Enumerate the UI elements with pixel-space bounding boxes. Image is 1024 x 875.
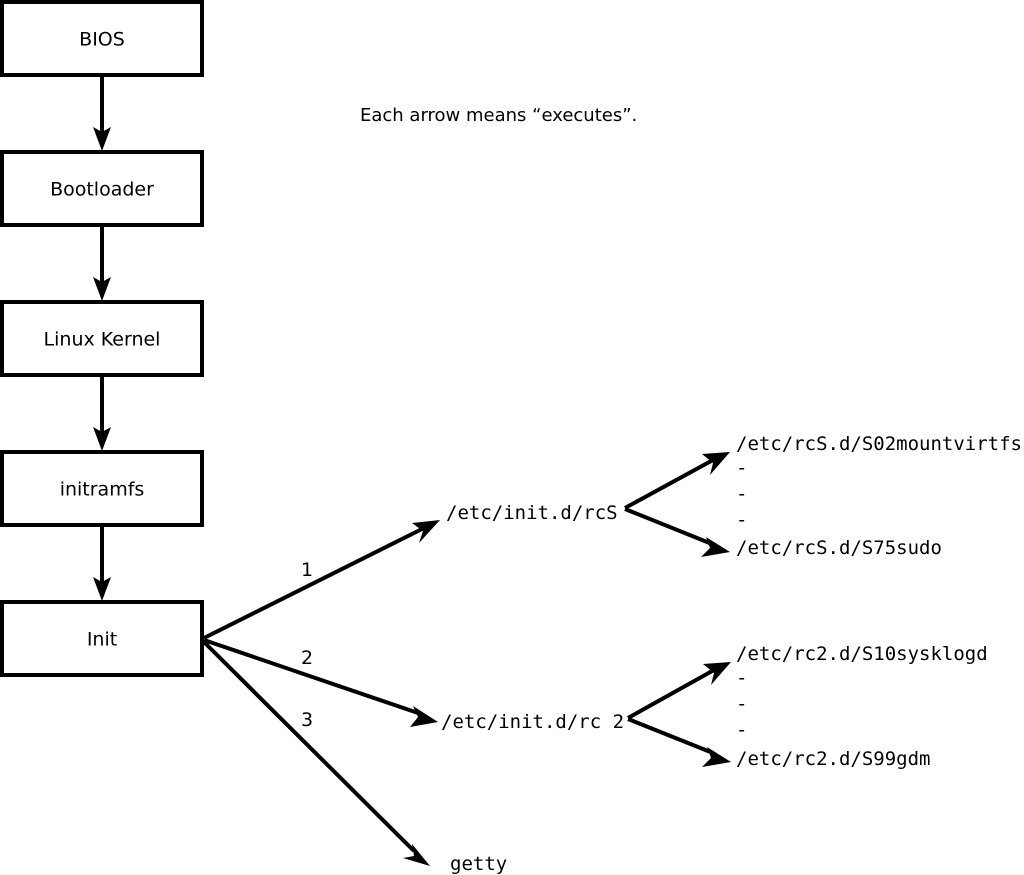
box-initramfs[interactable]: initramfs xyxy=(0,450,204,527)
init-edge-1-number: 1 xyxy=(301,559,313,581)
rcs-ellipsis-dash-1: - xyxy=(736,457,747,479)
rc2-ellipsis-dash-2: - xyxy=(736,693,747,715)
rcs-ellipsis-dash-2: - xyxy=(736,483,747,505)
box-initramfs-rect xyxy=(0,450,204,527)
arrowhead-icon xyxy=(701,537,730,557)
box-init[interactable]: Init xyxy=(0,600,204,677)
arrowhead-icon xyxy=(702,452,730,475)
label-etc-init-d-rc2: /etc/init.d/rc 2 xyxy=(441,711,624,733)
init-edge-1: 1 xyxy=(203,520,440,640)
box-initramfs-label: initramfs xyxy=(60,479,145,501)
rc2-ellipsis-dash-1: - xyxy=(736,667,747,689)
box-init-rect xyxy=(0,600,204,677)
box-bios-label: BIOS xyxy=(79,29,125,51)
init-edge-2: 2 xyxy=(203,638,438,727)
init-edge-3: 3 xyxy=(202,640,430,866)
arrowhead-icon xyxy=(410,706,438,727)
box-bios-rect xyxy=(0,0,204,77)
arrowhead-icon xyxy=(93,577,111,601)
rc2-ellipsis-dash-3: - xyxy=(736,719,747,741)
rcs-branch-upper-arrow xyxy=(624,452,730,510)
arrow-initramfs-to-init xyxy=(93,525,111,601)
label-rc2-first: /etc/rc2.d/S10sysklogd xyxy=(736,643,988,665)
arrowhead-icon xyxy=(702,747,731,767)
box-linux-kernel-label: Linux Kernel xyxy=(44,329,161,351)
arrowhead-icon xyxy=(93,127,111,151)
arrow-kernel-to-initramfs xyxy=(93,375,111,451)
label-rcs-first: /etc/rcS.d/S02mountvirtfs xyxy=(736,433,1022,455)
arrowhead-icon xyxy=(412,520,440,543)
init-edge-3-number: 3 xyxy=(301,709,313,731)
arrowhead-icon xyxy=(703,662,731,685)
label-rc2-last: /etc/rc2.d/S99gdm xyxy=(736,748,930,770)
arrowhead-icon xyxy=(403,844,430,866)
box-bios[interactable]: BIOS xyxy=(0,0,204,77)
label-getty: getty xyxy=(450,853,507,875)
box-bootloader-label: Bootloader xyxy=(50,179,154,201)
arrowhead-icon xyxy=(93,427,111,451)
box-init-label: Init xyxy=(87,629,117,651)
rcs-branch-lower-arrow xyxy=(624,507,730,557)
init-edge-2-number: 2 xyxy=(301,647,313,669)
rc2-branch-lower-arrow xyxy=(627,717,731,767)
arrow-bootloader-to-kernel xyxy=(93,225,111,301)
rc2-branch-upper-arrow xyxy=(627,662,731,720)
arrowhead-icon xyxy=(93,277,111,301)
box-linux-kernel[interactable]: Linux Kernel xyxy=(0,300,204,377)
box-bootloader[interactable]: Bootloader xyxy=(0,150,204,227)
rcs-ellipsis-dash-3: - xyxy=(736,509,747,531)
note-label: Each arrow means “executes”. xyxy=(360,105,637,126)
label-rcs-last: /etc/rcS.d/S75sudo xyxy=(736,537,942,559)
label-etc-init-d-rcs: /etc/init.d/rcS xyxy=(446,502,618,524)
arrow-bios-to-bootloader xyxy=(93,75,111,151)
